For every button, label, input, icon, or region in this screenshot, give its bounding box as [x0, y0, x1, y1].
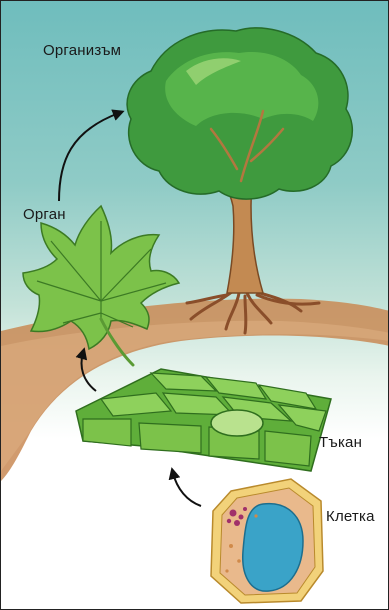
label-cell: Клетка: [326, 508, 375, 525]
label-organ: Орган: [23, 206, 66, 223]
arrow-organ-to-organism: [59, 113, 119, 201]
tree-foliage-icon: [127, 28, 352, 199]
label-tissue: Тъкан: [319, 434, 362, 451]
tissue-icon: [76, 369, 331, 471]
arrow-cell-to-tissue: [173, 473, 201, 506]
cell-icon: [211, 479, 323, 603]
label-organism: Организъм: [43, 42, 121, 59]
